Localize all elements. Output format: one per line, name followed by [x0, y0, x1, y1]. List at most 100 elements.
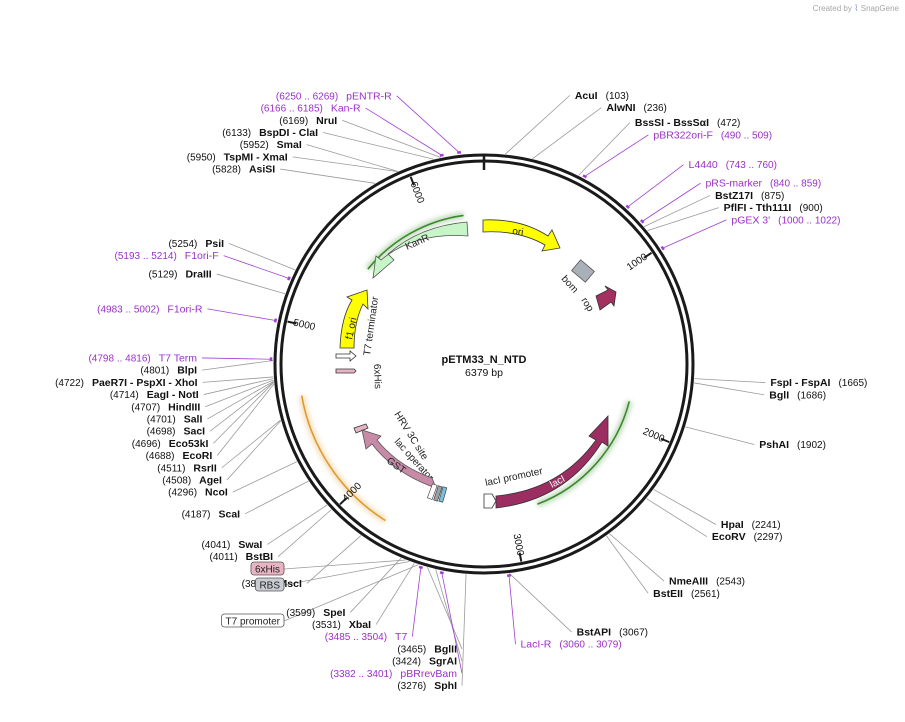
- site-label[interactable]: (5952)SmaI: [240, 139, 302, 151]
- primer-label[interactable]: (3382 .. 3401)pBRrevBam: [330, 668, 457, 680]
- primer-label[interactable]: L4440(743 .. 760): [689, 159, 777, 171]
- leader-line: [292, 156, 398, 172]
- lac-operator-mark[interactable]: [426, 483, 438, 500]
- leader-line: [322, 132, 434, 160]
- orf-arc-laci[interactable]: [537, 401, 631, 505]
- site-label[interactable]: EcoRV(2297): [712, 531, 783, 543]
- leader-line: [216, 383, 275, 456]
- tick-mark: [287, 320, 297, 325]
- site-label[interactable]: AcuI(103): [575, 90, 629, 102]
- site-label[interactable]: BstAPI(3067): [577, 627, 648, 639]
- site-label[interactable]: (5828)AsiSI: [212, 164, 275, 176]
- site-label[interactable]: (4688)EcoRI: [146, 450, 213, 462]
- primer-label[interactable]: pGEX 3'(1000 .. 1022): [731, 214, 840, 226]
- boxed-feature-label[interactable]: T7 promoter: [226, 617, 281, 628]
- primer-mark: [287, 276, 291, 281]
- orf-arc-gst[interactable]: [300, 395, 386, 522]
- leader-line: [209, 381, 275, 432]
- site-label[interactable]: (3424)SgrAI: [392, 656, 457, 668]
- site-label[interactable]: (4696)Eco53kI: [132, 438, 209, 450]
- primer-label[interactable]: pRS-marker(840 .. 859): [705, 178, 821, 190]
- leader-line: [350, 557, 402, 613]
- site-label[interactable]: (5950)TspMI - XmaI: [187, 151, 288, 163]
- feature-rop[interactable]: rop: [578, 285, 617, 314]
- leader-line: [662, 219, 727, 249]
- primer-mark: [660, 245, 665, 251]
- site-label[interactable]: (4722)PaeR7I - PspXI - XhoI: [55, 377, 198, 389]
- primer-label[interactable]: (6250 .. 6269)pENTR-R: [276, 90, 392, 102]
- leader-line: [267, 504, 328, 545]
- site-label[interactable]: (4011)BstBI: [209, 551, 273, 563]
- site-label[interactable]: (6133)BspDI - ClaI: [222, 127, 318, 139]
- tick-mark: [518, 552, 523, 562]
- feature-bom[interactable]: bom: [559, 259, 595, 296]
- feature-ori[interactable]: ori: [482, 219, 561, 252]
- primer-label[interactable]: pBR322ori-F(490 .. 509): [653, 129, 772, 141]
- site-label[interactable]: BglI(1686): [769, 389, 826, 401]
- leader-line: [508, 575, 516, 645]
- primer-label[interactable]: (4798 .. 4816)T7 Term: [88, 352, 197, 364]
- site-label[interactable]: BstZ17I(875): [715, 190, 784, 202]
- site-label[interactable]: (4511)RsrII: [157, 462, 217, 474]
- site-label[interactable]: (3276)SphI: [397, 680, 457, 692]
- leader-line: [203, 378, 274, 395]
- leader-line: [306, 535, 362, 584]
- primer-labels: pBR322ori-F(490 .. 509) L4440(743 .. 760)…: [88, 90, 840, 679]
- rbs-mark[interactable]: [433, 485, 443, 502]
- site-label[interactable]: (4707)HindIII: [131, 401, 200, 413]
- primer-label[interactable]: LacI-R(3060 .. 3079): [520, 639, 621, 651]
- tick-label: 1000: [625, 251, 650, 273]
- feature-6xhis-n[interactable]: 6xHis: [335, 364, 383, 389]
- leader-line: [643, 195, 711, 227]
- site-label[interactable]: (3465)BglII: [397, 643, 457, 655]
- site-label[interactable]: (4187)ScaI: [182, 508, 241, 520]
- primer-label[interactable]: (3485 .. 3504)T7: [325, 631, 408, 643]
- tick-label: 3000: [511, 533, 526, 557]
- leader-line: [207, 308, 276, 321]
- primer-label[interactable]: (4983 .. 5002)F1ori-R: [97, 303, 203, 315]
- site-label[interactable]: PshAI(1902): [759, 439, 826, 451]
- primer-label[interactable]: (6166 .. 6185)Kan-R: [261, 103, 361, 115]
- site-label[interactable]: (4701)SalI: [147, 413, 203, 425]
- site-label[interactable]: PflFI - Tth111I(900): [724, 202, 823, 214]
- boxed-feature-label[interactable]: 6xHis: [255, 565, 280, 576]
- site-label[interactable]: (4801)BlpI: [140, 365, 197, 377]
- leader-line: [277, 509, 332, 557]
- leader-line: [213, 382, 275, 444]
- primer-label[interactable]: (5193 .. 5214)F1ori-F: [115, 250, 219, 262]
- site-label[interactable]: (3531)XbaI: [312, 619, 371, 631]
- leader-line: [228, 243, 296, 271]
- site-label[interactable]: (3599)SpeI: [286, 607, 345, 619]
- site-label[interactable]: (4698)SacI: [147, 426, 206, 438]
- leader-line: [283, 559, 406, 570]
- features: ori bom rop KanR f1 ori T7 terminator: [335, 219, 617, 509]
- leader-line: [226, 420, 282, 481]
- leader-line: [427, 567, 463, 650]
- leader-line: [694, 382, 765, 396]
- site-label[interactable]: (4714)EagI - NotI: [110, 389, 199, 401]
- t7-promoter-mark[interactable]: [438, 486, 448, 503]
- site-label[interactable]: (4296)NcoI: [168, 487, 228, 499]
- site-label[interactable]: HpaI(2241): [721, 519, 781, 531]
- leader-line: [509, 573, 572, 633]
- boxed-feature-label[interactable]: RBS: [259, 581, 280, 592]
- primer-mark: [273, 318, 278, 323]
- leader-line: [375, 562, 415, 625]
- site-label[interactable]: FspI - FspAI(1665): [770, 377, 867, 389]
- site-label[interactable]: (4041)SwaI: [201, 539, 262, 551]
- site-label[interactable]: (6169)NruI: [279, 115, 337, 127]
- site-label[interactable]: (4508)AgeI: [162, 474, 222, 486]
- site-label[interactable]: (5254)PsiI: [168, 238, 224, 250]
- site-label[interactable]: (5129)DraIII: [149, 269, 212, 281]
- site-label[interactable]: AlwNI(236): [606, 102, 667, 114]
- site-label[interactable]: BssSI - BssSαI(472): [635, 117, 741, 129]
- leader-lines: [202, 95, 766, 686]
- site-label[interactable]: BstEII(2561): [653, 588, 720, 600]
- snapgene-logo-icon: ⌇: [854, 3, 859, 13]
- site-label[interactable]: NmeAIII(2543): [669, 576, 745, 588]
- feature-f1-ori[interactable]: f1 ori: [339, 289, 369, 349]
- leader-line: [205, 379, 274, 408]
- leader-line: [578, 122, 631, 176]
